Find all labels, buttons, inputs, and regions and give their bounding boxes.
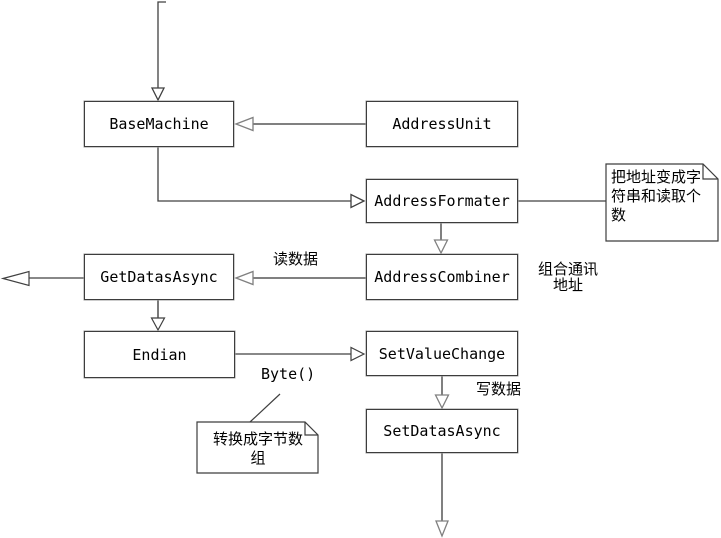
note-byte-array-shape[interactable] xyxy=(196,421,319,474)
edge-addressformater-to-addresscombiner xyxy=(433,223,449,255)
edge-basemachine-to-addressformater xyxy=(157,147,366,209)
edge-label-write-data: 写数据 xyxy=(476,380,522,398)
class-box-label: AddressCombiner xyxy=(374,268,510,286)
note-address-format-shape[interactable] xyxy=(605,163,719,242)
edge-getdatasasync-to-endian xyxy=(150,300,166,332)
class-box-label: GetDatasAsync xyxy=(100,268,218,286)
edge-label-combine-address: 组合通讯地址 xyxy=(537,260,598,294)
class-box-label: BaseMachine xyxy=(109,115,209,133)
edge-note-to-byte-call xyxy=(249,393,281,423)
edge-label-byte-call: Byte() xyxy=(261,365,316,383)
note-byte-array-text: 转换成字节数组 xyxy=(212,430,303,467)
edge-endian-to-setvaluechange xyxy=(235,346,366,362)
class-box-label: SetDatasAsync xyxy=(383,422,501,440)
class-box-endian[interactable]: Endian xyxy=(84,331,235,378)
edge-top-entry-arrow xyxy=(150,1,166,102)
class-box-setdatasasync[interactable]: SetDatasAsync xyxy=(366,409,518,453)
class-box-getdatasasync[interactable]: GetDatasAsync xyxy=(84,254,234,300)
edge-label-read-data: 读数据 xyxy=(273,250,319,268)
edge-getdatasasync-out-left xyxy=(0,270,84,287)
class-box-basemachine[interactable]: BaseMachine xyxy=(84,101,234,147)
class-box-label: SetValueChange xyxy=(378,344,506,363)
class-box-label: AddressFormater xyxy=(374,192,510,210)
edge-addresscombiner-to-getdatasasync xyxy=(234,270,366,286)
class-box-setvaluechange[interactable]: SetValueChange xyxy=(366,331,518,376)
edge-setvaluechange-to-setdatasasync xyxy=(434,376,450,410)
class-box-addressformater[interactable]: AddressFormater xyxy=(366,179,518,223)
class-box-addresscombiner[interactable]: AddressCombiner xyxy=(366,254,518,300)
class-box-label: Endian xyxy=(132,345,187,364)
edge-addressunit-to-basemachine xyxy=(234,116,366,132)
class-box-label: AddressUnit xyxy=(392,115,492,133)
note-address-format-text: 把地址变成字符串和读取个数 xyxy=(611,168,702,224)
edge-setdatasasync-out-bottom xyxy=(435,453,449,538)
class-box-addressunit[interactable]: AddressUnit xyxy=(366,101,518,147)
